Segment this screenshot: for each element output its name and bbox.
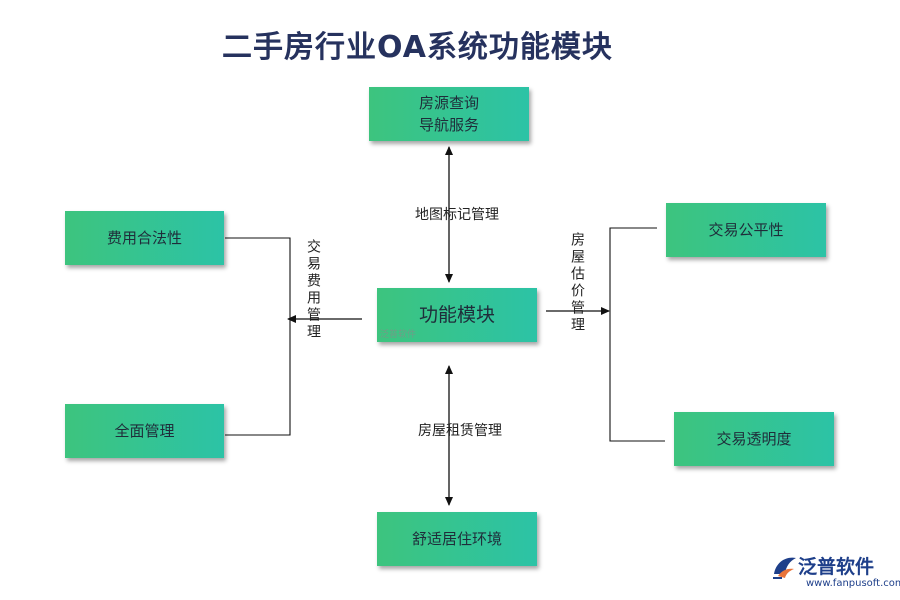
- right-bracket: [609, 227, 665, 442]
- node-top: 房源查询 导航服务: [369, 87, 529, 141]
- watermark: 泛普软件: [380, 330, 417, 340]
- node-left-top: 费用合法性: [65, 211, 224, 265]
- node-center-label: 功能模块: [418, 304, 495, 326]
- node-bottom: 舒适居住环境: [377, 512, 537, 566]
- node-bottom-label: 舒适居住环境: [411, 530, 502, 548]
- node-top-line1: 房源查询: [418, 94, 479, 112]
- node-top-line2: 导航服务: [418, 116, 479, 134]
- node-center: 功能模块: [377, 288, 537, 342]
- node-left-bottom-label: 全面管理: [114, 422, 175, 440]
- edge-bottom-label: 房屋租赁管理: [418, 423, 502, 439]
- logo-name: 泛普软件: [798, 556, 875, 578]
- logo-url: www.fanpusoft.com: [806, 578, 900, 589]
- node-left-bottom: 全面管理: [65, 404, 224, 458]
- edge-top-label: 地图标记管理: [415, 207, 499, 223]
- edge-right-label: 房屋估价管理: [569, 232, 585, 334]
- diagram-title: 二手房行业OA系统功能模块: [222, 30, 613, 65]
- brand-logo: 泛普软件 www.fanpusoft.com: [770, 552, 900, 598]
- node-right-top: 交易公平性: [666, 203, 826, 257]
- node-right-bottom-label: 交易透明度: [716, 430, 792, 448]
- node-right-bottom: 交易透明度: [674, 412, 834, 466]
- left-bracket: [225, 237, 291, 436]
- node-right-top-label: 交易公平性: [708, 221, 784, 239]
- node-left-top-label: 费用合法性: [106, 229, 182, 247]
- logo-mark-icon: [773, 557, 796, 579]
- edge-left-label: 交易费用管理: [305, 239, 321, 341]
